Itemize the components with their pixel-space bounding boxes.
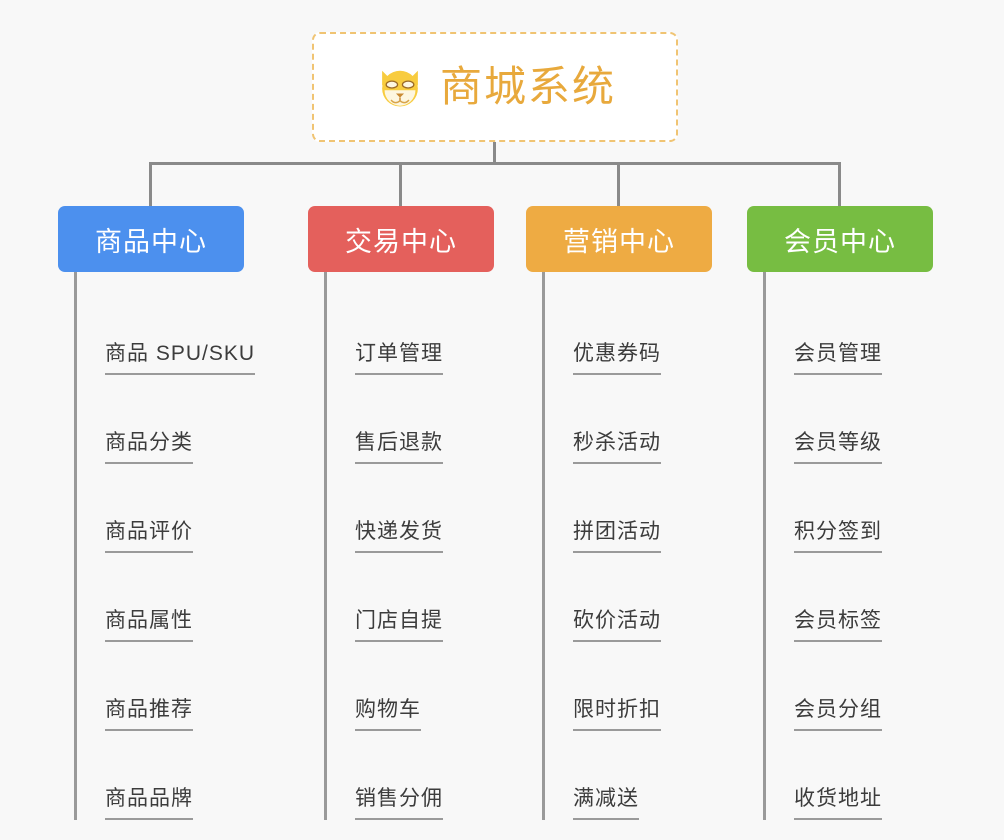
leaf-label: 购物车: [355, 693, 421, 731]
list-item[interactable]: 积分签到: [766, 464, 933, 553]
connector-drop-2: [399, 162, 402, 206]
connector-drop-3: [617, 162, 620, 206]
list-item[interactable]: 满减送: [545, 731, 712, 820]
list-item[interactable]: 门店自提: [327, 553, 494, 642]
branch-column-1: 商品中心 商品 SPU/SKU 商品分类 商品评价 商品属性 商品推荐 商品品牌: [58, 206, 256, 820]
list-item[interactable]: 订单管理: [327, 286, 494, 375]
list-item[interactable]: 会员管理: [766, 286, 933, 375]
list-item[interactable]: 售后退款: [327, 375, 494, 464]
category-label: 营销中心: [563, 226, 675, 257]
root-node[interactable]: 商城系统: [312, 32, 678, 142]
leaf-label: 收货地址: [794, 782, 882, 820]
list-item[interactable]: 收货地址: [766, 731, 933, 820]
category-header-1[interactable]: 商品中心: [58, 206, 244, 272]
leaf-label: 商品属性: [105, 604, 193, 642]
category-header-4[interactable]: 会员中心: [747, 206, 933, 272]
leaf-list-1: 商品 SPU/SKU 商品分类 商品评价 商品属性 商品推荐 商品品牌: [74, 272, 256, 820]
leaf-label: 会员等级: [794, 426, 882, 464]
list-item[interactable]: 购物车: [327, 642, 494, 731]
list-item[interactable]: 拼团活动: [545, 464, 712, 553]
list-item[interactable]: 销售分佣: [327, 731, 494, 820]
list-item[interactable]: 秒杀活动: [545, 375, 712, 464]
category-label: 商品中心: [95, 226, 207, 257]
leaf-label: 售后退款: [355, 426, 443, 464]
branch-column-4: 会员中心 会员管理 会员等级 积分签到 会员标签 会员分组 收货地址: [747, 206, 933, 820]
list-item[interactable]: 商品分类: [77, 375, 244, 464]
list-item[interactable]: 商品品牌: [77, 731, 244, 820]
list-item[interactable]: 限时折扣: [545, 642, 712, 731]
list-item[interactable]: 商品属性: [77, 553, 244, 642]
leaf-label: 秒杀活动: [573, 426, 661, 464]
leaf-label: 会员标签: [794, 604, 882, 642]
category-header-2[interactable]: 交易中心: [308, 206, 494, 272]
leaf-label: 商品推荐: [105, 693, 193, 731]
list-item[interactable]: 砍价活动: [545, 553, 712, 642]
list-item[interactable]: 商品推荐: [77, 642, 244, 731]
leaf-label: 商品品牌: [105, 782, 193, 820]
list-item[interactable]: 会员标签: [766, 553, 933, 642]
category-header-3[interactable]: 营销中心: [526, 206, 712, 272]
branch-column-2: 交易中心 订单管理 售后退款 快递发货 门店自提 购物车 销售分佣: [308, 206, 494, 820]
leaf-list-4: 会员管理 会员等级 积分签到 会员标签 会员分组 收货地址: [763, 272, 933, 820]
list-item[interactable]: 商品评价: [77, 464, 244, 553]
list-item[interactable]: 快递发货: [327, 464, 494, 553]
leaf-label: 商品 SPU/SKU: [105, 337, 256, 375]
category-label: 交易中心: [345, 226, 457, 257]
leaf-label: 会员管理: [794, 337, 882, 375]
connector-drop-1: [149, 162, 152, 206]
list-item[interactable]: 会员等级: [766, 375, 933, 464]
category-label: 会员中心: [784, 226, 896, 257]
root-title: 商城系统: [439, 63, 616, 110]
list-item[interactable]: 优惠券码: [545, 286, 712, 375]
leaf-label: 优惠券码: [573, 337, 661, 375]
branch-column-3: 营销中心 优惠券码 秒杀活动 拼团活动 砍价活动 限时折扣 满减送: [526, 206, 712, 820]
leaf-label: 会员分组: [794, 693, 882, 731]
connector-drop-4: [838, 162, 841, 206]
leaf-label: 限时折扣: [573, 693, 661, 731]
leaf-label: 门店自提: [355, 604, 443, 642]
leaf-label: 砍价活动: [573, 604, 661, 642]
leaf-list-3: 优惠券码 秒杀活动 拼团活动 砍价活动 限时折扣 满减送: [542, 272, 712, 820]
leaf-label: 拼团活动: [573, 515, 661, 553]
list-item[interactable]: 会员分组: [766, 642, 933, 731]
leaf-label: 快递发货: [355, 515, 443, 553]
connector-root-stem: [493, 142, 496, 164]
leaf-label: 商品评价: [105, 515, 193, 553]
shiba-dog-icon: [382, 70, 418, 109]
leaf-label: 商品分类: [105, 426, 193, 464]
list-item[interactable]: 商品 SPU/SKU: [77, 286, 256, 375]
connector-horizontal-bus: [149, 162, 841, 165]
leaf-label: 满减送: [573, 782, 639, 820]
leaf-label: 订单管理: [355, 337, 443, 375]
leaf-label: 积分签到: [794, 515, 882, 553]
leaf-label: 销售分佣: [355, 782, 443, 820]
leaf-list-2: 订单管理 售后退款 快递发货 门店自提 购物车 销售分佣: [324, 272, 494, 820]
